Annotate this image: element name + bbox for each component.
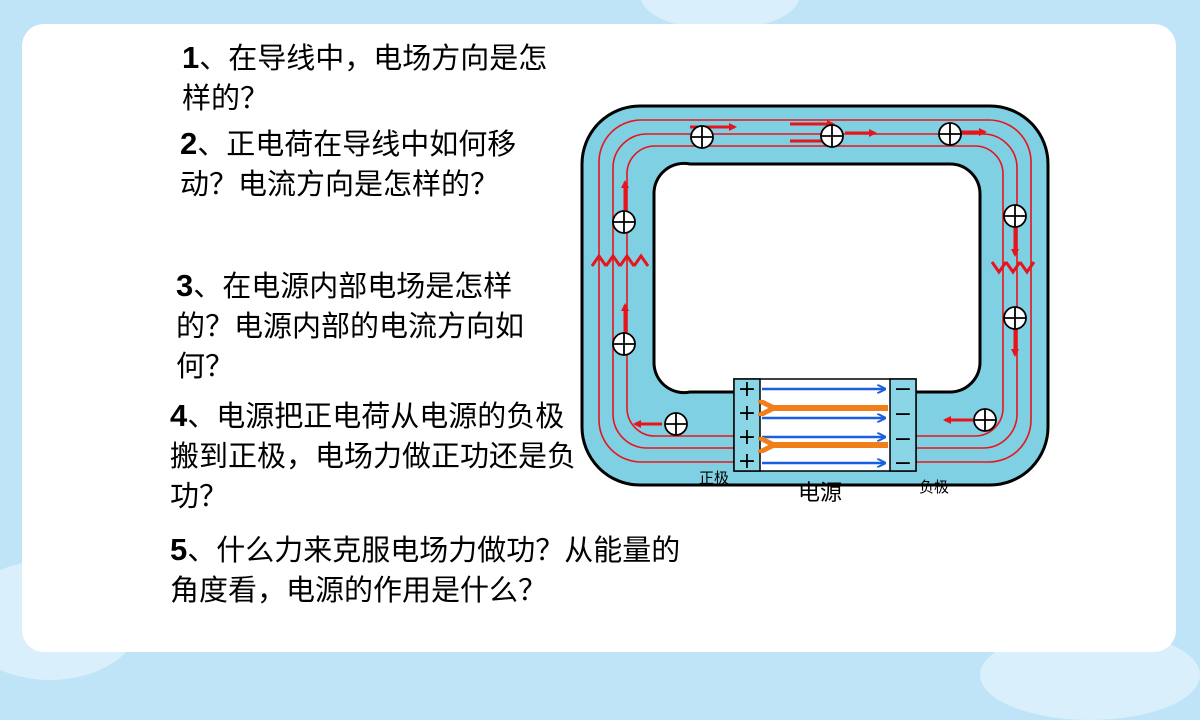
- field-chevron: [990, 261, 1008, 275]
- minus-sign: −: [894, 451, 912, 476]
- field-chevron: [590, 253, 608, 267]
- field-chevrons: [590, 253, 1036, 275]
- question-4: 4、电源把正电荷从电源的负极搬到正极，电场力做正功还是负功？: [170, 398, 577, 513]
- field-chevron: [604, 253, 622, 267]
- minus-sign: −: [894, 377, 912, 402]
- negative-pole-label: 负极: [919, 478, 949, 496]
- force-arrows: [770, 408, 888, 445]
- field-chevron: [632, 253, 650, 267]
- power-source-label: 电源: [798, 481, 842, 506]
- circuit-diagram: + + + + − − − − 正极 电源 负极: [580, 104, 1050, 506]
- question-2: 2、正电荷在导线中如何移动？电流方向是怎样的？: [180, 126, 517, 201]
- question-1: 1、在导线中，电场方向是怎样的？: [182, 40, 548, 115]
- positive-charge: [973, 408, 997, 432]
- field-chevron: [618, 253, 636, 267]
- positive-charge: [938, 122, 962, 146]
- plus-sign: +: [738, 449, 756, 474]
- internal-field-arrows: [762, 389, 884, 463]
- power-source: + + + + − − − −: [733, 377, 917, 476]
- positive-charge: [690, 125, 714, 149]
- negative-terminal: [889, 378, 917, 472]
- question-3: 3、在电源内部电场是怎样的？电源内部的电流方向如何？: [176, 268, 525, 383]
- minus-sign: −: [894, 427, 912, 452]
- field-chevron: [1004, 261, 1022, 275]
- minus-sign: −: [894, 402, 912, 427]
- battery-body: [733, 378, 917, 472]
- positive-charge: [1003, 204, 1027, 228]
- positive-charges: [612, 122, 1027, 438]
- plus-sign: +: [738, 401, 756, 426]
- positive-charge: [664, 412, 688, 436]
- positive-charge: [820, 124, 844, 148]
- question-5: 5、什么力来克服电场力做功？从能量的角度看，电源的作用是什么？: [170, 532, 681, 607]
- positive-charge: [612, 210, 636, 234]
- positive-charge: [1003, 306, 1027, 330]
- positive-pole-label: 正极: [699, 469, 729, 487]
- positive-charge: [612, 332, 636, 356]
- plus-sign: +: [738, 377, 756, 402]
- positive-terminal: [733, 378, 761, 472]
- plus-sign: +: [738, 425, 756, 450]
- field-chevron: [1018, 261, 1036, 275]
